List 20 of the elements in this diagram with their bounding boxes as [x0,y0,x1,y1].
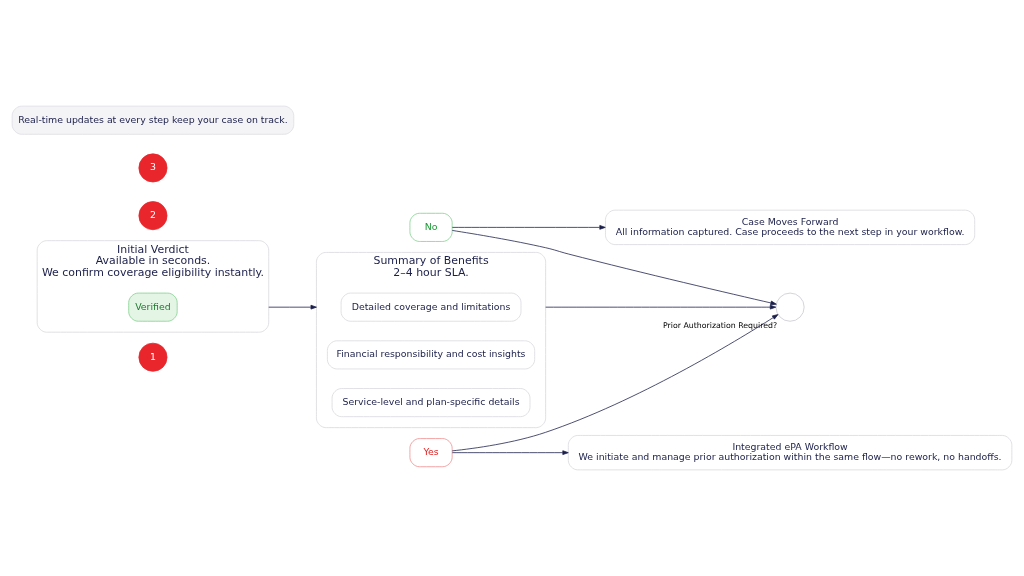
arrow [451,225,606,230]
arrow [451,230,777,306]
arrow [451,314,779,452]
arrow [451,450,569,455]
arrow [545,304,777,310]
node-circle: 1 [138,342,168,372]
node-circle [775,292,805,322]
node-box: Yes [409,438,453,468]
node-box: Real-time updates at every step keep your case on track. [11,105,295,135]
node-circle: 3 [138,153,168,183]
node-box: Financial responsibility and cost insights [327,340,536,370]
node-box: Integrated ePA Workflow We initiate and manage prior authorization within the same flow—no rework, no handoffs. [567,435,1013,471]
node-box: Service-level and plan-specific details [331,388,531,418]
node-box: Verified [128,292,178,322]
node-circle: 2 [138,201,168,231]
arrow [268,304,317,310]
node-label: Prior Authorization Required? [662,320,778,330]
node-box: Detailed coverage and limitations [340,292,522,322]
node-box: Case Moves Forward All information captured. Case proceeds to the next step in your workflow. [605,209,976,245]
node-box: No [409,212,453,242]
